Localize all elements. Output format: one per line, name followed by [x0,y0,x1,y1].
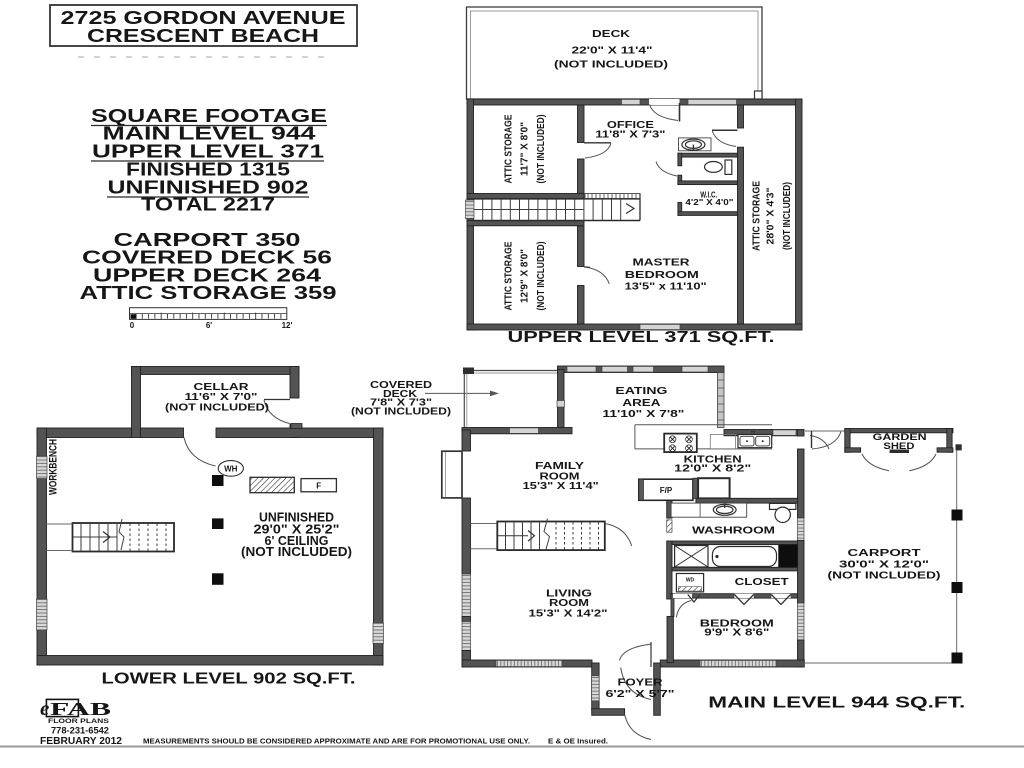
svg-text:11'6" X 7'0": 11'6" X 7'0" [185,392,258,403]
svg-text:F/P: F/P [660,486,673,495]
svg-text:TOTAL 2217: TOTAL 2217 [141,195,275,215]
svg-text:LOWER LEVEL 902 SQ.FT.: LOWER LEVEL 902 SQ.FT. [102,671,356,688]
svg-text:MEASUREMENTS SHOULD BE CONSIDE: MEASUREMENTS SHOULD BE CONSIDERED APPROX… [143,737,530,746]
svg-text:ROOM: ROOM [549,598,589,609]
svg-text:UPPER DECK 264: UPPER DECK 264 [93,266,321,286]
svg-text:15'3" X 11'4": 15'3" X 11'4" [523,481,599,492]
svg-text:DECK: DECK [592,29,631,40]
svg-text:22'0" X 11'4": 22'0" X 11'4" [572,46,653,57]
svg-text:(NOT INCLUDED): (NOT INCLUDED) [782,182,793,250]
svg-text:UPPER LEVEL 371 SQ.FT.: UPPER LEVEL 371 SQ.FT. [508,329,775,346]
svg-text:FEBRUARY 2012: FEBRUARY 2012 [40,736,122,747]
svg-text:12': 12' [282,321,293,330]
svg-text:CARPORT 350: CARPORT 350 [114,230,301,250]
svg-text:12'9" X 8'0": 12'9" X 8'0" [520,249,531,303]
svg-text:UNFINISHED 902: UNFINISHED 902 [108,178,309,198]
svg-text:(NOT INCLUDED): (NOT INCLUDED) [165,402,269,413]
svg-text:7'8" X 7'3": 7'8" X 7'3" [370,398,432,409]
svg-text:CELLAR: CELLAR [194,382,250,393]
svg-text:BEDROOM: BEDROOM [700,619,774,630]
svg-text:FOYER: FOYER [618,677,664,688]
svg-text:(NOT INCLUDED): (NOT INCLUDED) [828,570,941,581]
svg-text:MAIN LEVEL 944 SQ.FT.: MAIN LEVEL 944 SQ.FT. [708,695,965,712]
svg-text:6' CEILING: 6' CEILING [265,533,329,548]
svg-text:(NOT INCLUDED): (NOT INCLUDED) [554,60,668,71]
svg-text:SQUARE FOOTAGE: SQUARE FOOTAGE [91,106,327,126]
svg-text:CARPORT: CARPORT [848,548,921,559]
svg-text:ATTIC STORAGE: ATTIC STORAGE [752,181,763,251]
svg-text:BEDROOM: BEDROOM [625,270,699,281]
svg-text:WD: WD [686,578,695,584]
svg-text:MASTER: MASTER [633,257,691,268]
svg-text:GARDEN: GARDEN [873,432,927,442]
svg-text:LIVING: LIVING [546,589,592,600]
svg-text:FAMILY: FAMILY [535,461,584,472]
svg-text:FINISHED 1315: FINISHED 1315 [126,160,290,180]
svg-text:(NOT INCLUDED): (NOT INCLUDED) [536,242,547,311]
svg-text:6': 6' [206,321,212,330]
svg-text:MAIN LEVEL 944: MAIN LEVEL 944 [103,124,316,144]
svg-text:(NOT INCLUDED): (NOT INCLUDED) [536,115,547,184]
svg-text:0: 0 [130,321,135,330]
svg-text:29'0" X 25'2": 29'0" X 25'2" [254,522,340,537]
svg-text:CRESCENT BEACH: CRESCENT BEACH [87,26,319,46]
svg-text:WORKBENCH: WORKBENCH [48,439,60,495]
svg-text:11'8" X 7'3": 11'8" X 7'3" [595,130,665,141]
svg-text:9'9" X 8'6": 9'9" X 8'6" [704,628,769,639]
svg-text:W.I.C.: W.I.C. [700,191,717,200]
svg-text:OFFICE: OFFICE [607,120,654,131]
svg-text:ROOM: ROOM [540,472,580,483]
svg-text:COVERED: COVERED [370,380,432,391]
svg-text:ATTIC STORAGE: ATTIC STORAGE [504,114,515,183]
svg-text:12'0" X 8'2": 12'0" X 8'2" [674,464,751,475]
svg-text:KITCHEN: KITCHEN [684,455,742,466]
svg-text:(NOT INCLUDED): (NOT INCLUDED) [351,407,451,418]
svg-text:FAB: FAB [50,699,111,719]
svg-text:UNFINISHED: UNFINISHED [259,510,334,525]
svg-text:e: e [40,696,49,720]
svg-text:ATTIC STORAGE 359: ATTIC STORAGE 359 [80,283,337,303]
svg-text:AREA: AREA [622,398,660,409]
svg-text:13'5" x 11'10": 13'5" x 11'10" [625,282,707,293]
svg-text:SHED: SHED [883,441,915,451]
svg-text:(NOT INCLUDED): (NOT INCLUDED) [241,544,352,559]
svg-text:FLOOR PLANS: FLOOR PLANS [48,718,110,725]
svg-text:28'0" X 4'3": 28'0" X 4'3" [766,187,777,244]
svg-text:30'0" X 12'0": 30'0" X 12'0" [839,560,929,571]
svg-text:COVERED DECK 56: COVERED DECK 56 [82,248,332,268]
svg-text:6'2" X 5'7": 6'2" X 5'7" [606,689,675,700]
svg-text:EATING: EATING [615,386,667,397]
svg-text:ATTIC STORAGE: ATTIC STORAGE [504,241,515,310]
svg-text:UPPER LEVEL 371: UPPER LEVEL 371 [92,142,324,162]
svg-text:11'10" X 7'8": 11'10" X 7'8" [602,409,684,420]
svg-text:F: F [316,482,321,491]
svg-text:CLOSET: CLOSET [735,577,789,588]
svg-text:WASHROOM: WASHROOM [692,526,775,537]
svg-text:11'7" X 8'0": 11'7" X 8'0" [520,122,531,176]
svg-text:2725 GORDON AVENUE: 2725 GORDON AVENUE [61,8,346,28]
svg-text:15'3" X 14'2": 15'3" X 14'2" [529,609,608,620]
svg-text:DECK: DECK [383,389,418,400]
svg-text:778-231-6542: 778-231-6542 [51,726,109,737]
svg-text:E & OE Insured.: E & OE Insured. [548,737,608,746]
svg-text:4'2" X 4'0": 4'2" X 4'0" [685,198,733,207]
svg-text:WH: WH [224,464,238,473]
